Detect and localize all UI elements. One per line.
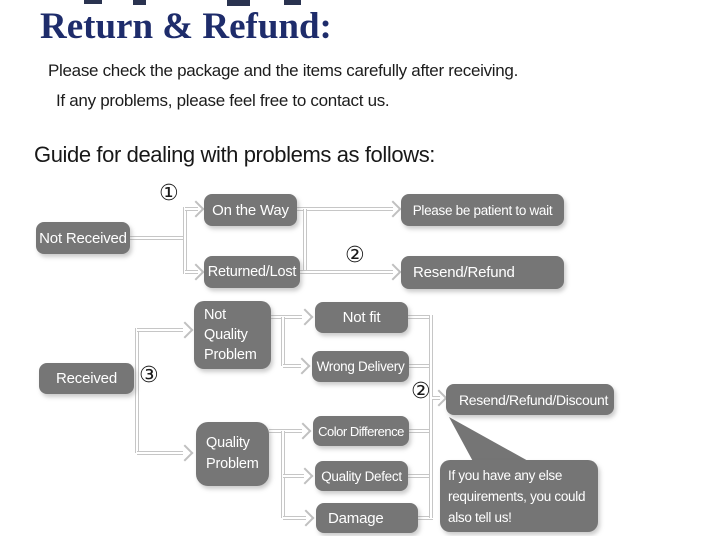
connector-line xyxy=(137,451,183,455)
node-text-line: Problem xyxy=(204,347,257,363)
crop-artifact xyxy=(284,0,301,5)
intro-line-1: Please check the package and the items c… xyxy=(48,61,518,80)
flow-node-received: Received xyxy=(39,363,134,394)
arrow-right-icon xyxy=(176,444,194,462)
arrow-right-icon xyxy=(294,422,312,440)
guide-heading: Guide for dealing with problems as follo… xyxy=(34,142,436,167)
connector-line xyxy=(283,364,301,368)
flow-node-quality-defect: Quality Defect xyxy=(315,461,408,491)
connector-line xyxy=(303,209,307,271)
connector-line xyxy=(409,429,432,433)
connector-line xyxy=(429,315,433,518)
connector-line xyxy=(418,516,433,520)
node-text-line: Problem xyxy=(206,456,259,472)
connector-line xyxy=(300,270,393,274)
connector-line xyxy=(135,328,139,453)
step-1-marker: ① xyxy=(159,181,179,206)
crop-artifact xyxy=(133,0,146,5)
connector-line xyxy=(137,328,183,332)
bubble-text-line: also tell us! xyxy=(448,510,512,525)
arrow-right-icon xyxy=(296,467,314,485)
flow-node-not-quality-problem: Not Quality Problem xyxy=(194,301,271,369)
node-text-line: Quality xyxy=(206,435,250,451)
arrow-right-icon xyxy=(384,263,402,281)
flow-node-be-patient: Please be patient to wait xyxy=(401,194,564,226)
node-text-line: Quality xyxy=(204,327,248,343)
flow-node-resend-refund: Resend/Refund xyxy=(401,256,564,289)
flow-node-damage: Damage xyxy=(316,503,418,533)
connector-line xyxy=(185,270,198,274)
intro-line-2: If any problems, please feel free to con… xyxy=(56,91,390,110)
flow-node-returned-lost: Returned/Lost xyxy=(204,256,300,288)
crop-artifact xyxy=(227,0,250,6)
connector-line xyxy=(130,236,187,240)
connector-line xyxy=(408,474,432,478)
flow-node-not-fit: Not fit xyxy=(315,302,408,333)
connector-line xyxy=(281,317,285,366)
flow-node-quality-problem: Quality Problem xyxy=(196,422,269,486)
connector-line xyxy=(283,474,304,478)
connector-line xyxy=(432,396,440,400)
flow-node-wrong-delivery: Wrong Delivery xyxy=(312,351,409,382)
arrow-right-icon xyxy=(176,321,194,339)
flow-node-on-the-way: On the Way xyxy=(204,194,297,226)
flow-node-color-difference: Color Difference xyxy=(313,416,409,446)
arrow-right-icon xyxy=(430,389,448,407)
speech-bubble-tail xyxy=(449,417,530,462)
speech-bubble: If you have any else requirements, you c… xyxy=(440,460,598,532)
connector-line xyxy=(271,315,302,319)
arrow-right-icon xyxy=(384,200,402,218)
page-title: Return & Refund: xyxy=(40,6,332,47)
connector-line xyxy=(409,364,432,368)
arrow-right-icon xyxy=(293,357,311,375)
arrow-right-icon xyxy=(187,200,205,218)
step-3-marker: ③ xyxy=(139,363,159,388)
connector-line xyxy=(183,207,187,274)
connector-line xyxy=(185,207,198,211)
step-2-marker: ② xyxy=(345,243,365,268)
flow-node-not-received: Not Received xyxy=(36,222,130,254)
crop-artifact xyxy=(84,0,102,4)
connector-line xyxy=(283,516,306,520)
node-text-line: Not xyxy=(204,307,226,323)
connector-line xyxy=(269,429,302,433)
step-2-marker: ② xyxy=(411,379,431,404)
arrow-right-icon xyxy=(296,308,314,326)
flow-node-resend-refund-discount: Resend/Refund/Discount xyxy=(446,384,614,415)
bubble-text-line: requirements, you could xyxy=(448,489,586,504)
bubble-text-line: If you have any else xyxy=(448,468,563,483)
connector-line xyxy=(297,207,393,211)
arrow-right-icon xyxy=(297,509,315,527)
arrow-right-icon xyxy=(187,263,205,281)
connector-line xyxy=(408,315,432,319)
